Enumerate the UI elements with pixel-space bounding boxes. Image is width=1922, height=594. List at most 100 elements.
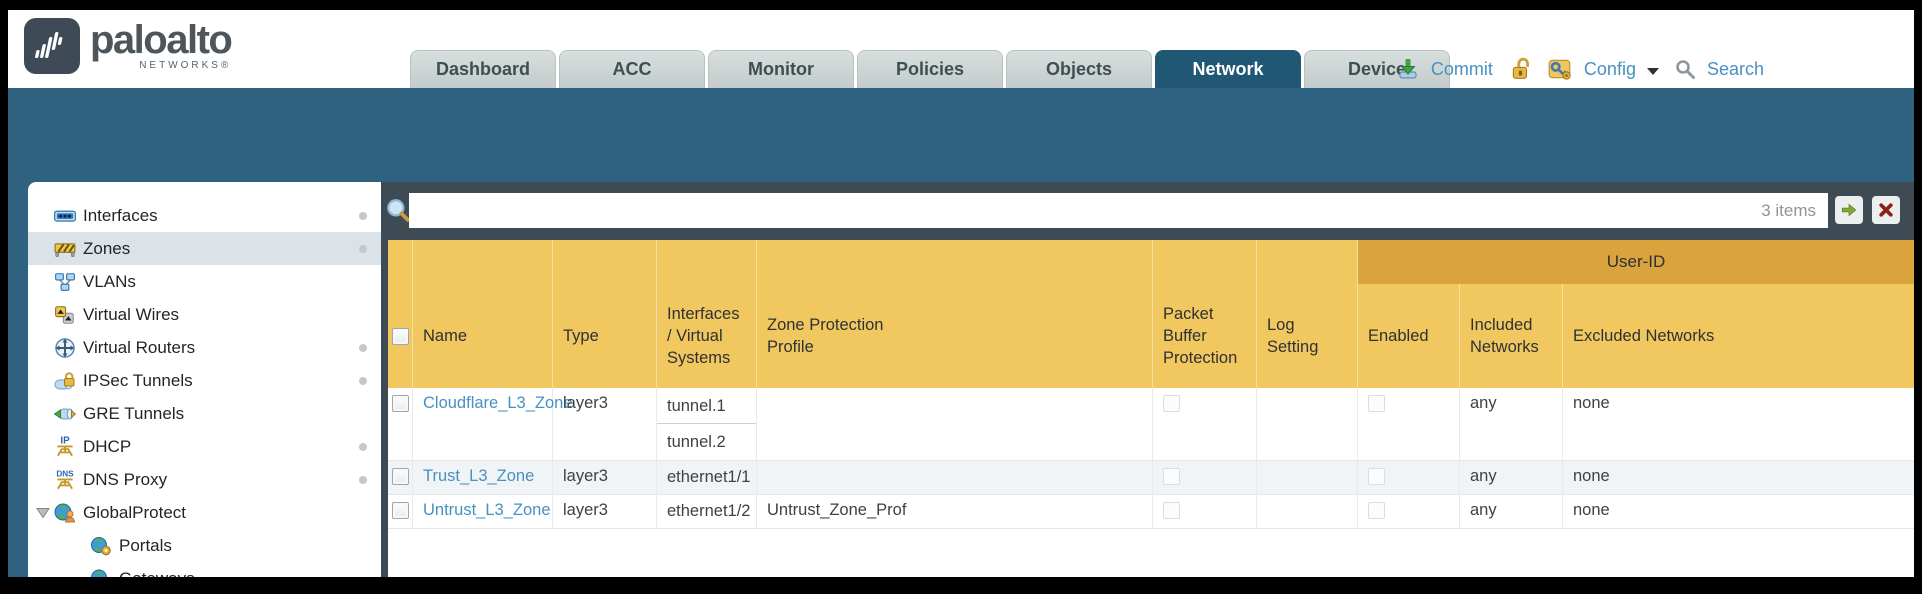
sidebar-item-interfaces[interactable]: Interfaces (28, 199, 381, 232)
lock-icon[interactable] (1510, 57, 1532, 81)
sidebar-item-virtual-wires[interactable]: Virtual Wires (28, 298, 381, 331)
sidebar-item-dhcp[interactable]: IP DHCP (28, 430, 381, 463)
network-sidebar: Interfaces Zones VLANs Virtual Wires (28, 182, 381, 577)
search-button[interactable]: Search (1706, 58, 1764, 79)
zones-content: 3 items Name Type Interfaces / Virtual S… (381, 182, 1914, 577)
cell-excluded-networks: none (1573, 394, 1610, 412)
clear-filter-button[interactable] (1872, 196, 1900, 224)
tab-acc[interactable]: ACC (559, 50, 705, 88)
sidebar-item-portals[interactable]: Portals (28, 529, 381, 562)
sidebar-item-virtual-routers[interactable]: Virtual Routers (28, 331, 381, 364)
dns-proxy-icon: DNS (54, 469, 76, 491)
column-header-excluded-networks[interactable]: Excluded Networks (1573, 326, 1715, 345)
table-header: Name Type Interfaces / Virtual Systems Z… (388, 240, 1914, 388)
column-header-name[interactable]: Name (413, 240, 553, 388)
sidebar-item-gateways[interactable]: Gateways (28, 562, 381, 577)
zone-name-link[interactable]: Trust_L3_Zone (423, 467, 535, 485)
chevron-down-icon[interactable] (1646, 67, 1659, 75)
svg-text:IP: IP (60, 435, 70, 446)
packet-buffer-checkbox[interactable] (1163, 468, 1180, 485)
sidebar-item-label: IPSec Tunnels (83, 370, 193, 390)
row-checkbox[interactable] (391, 502, 409, 519)
item-dot (359, 443, 367, 451)
item-dot (359, 212, 367, 220)
tab-policies[interactable]: Policies (857, 50, 1003, 88)
brand-subtitle: NETWORKS® (139, 60, 232, 71)
row-checkbox[interactable] (391, 468, 409, 485)
item-dot (359, 245, 367, 253)
packet-buffer-checkbox[interactable] (1163, 502, 1180, 519)
column-header-packet-buffer-protection[interactable]: Packet Buffer Protection (1153, 240, 1257, 388)
sidebar-item-label: Virtual Wires (83, 304, 180, 324)
column-header-interfaces[interactable]: Interfaces / Virtual Systems (657, 240, 757, 388)
sidebar-item-vlans[interactable]: VLANs (28, 265, 381, 298)
tab-dashboard[interactable]: Dashboard (410, 50, 556, 88)
item-dot (359, 344, 367, 352)
cell-included-networks: any (1460, 388, 1563, 460)
cell-type: layer3 (553, 461, 657, 494)
config-icon[interactable] (1547, 57, 1573, 81)
gateways-icon (90, 568, 112, 577)
user-id-enabled-checkbox[interactable] (1368, 502, 1385, 519)
select-all-checkbox[interactable] (391, 327, 409, 345)
sidebar-item-label: DHCP (83, 436, 132, 456)
commit-button[interactable]: Commit (1430, 58, 1493, 79)
filter-input[interactable]: 3 items (409, 193, 1828, 228)
sidebar-item-label: DNS Proxy (83, 469, 168, 489)
column-header-enabled[interactable]: Enabled (1358, 240, 1460, 388)
sidebar-item-ipsec-tunnels[interactable]: IPSec Tunnels (28, 364, 381, 397)
paloalto-logo-icon (24, 18, 80, 74)
cell-type: layer3 (553, 388, 657, 460)
cell-log-setting (1257, 461, 1358, 494)
cell-excluded-networks: none (1573, 501, 1610, 519)
paloalto-logo: paloalto NETWORKS® (24, 18, 233, 74)
column-header-log-setting[interactable]: Log Setting (1257, 240, 1358, 388)
interface-entry: tunnel.2 (667, 433, 726, 451)
sidebar-item-zones[interactable]: Zones (28, 232, 381, 265)
search-icon[interactable] (1674, 58, 1696, 80)
sidebar-item-gre-tunnels[interactable]: GRE Tunnels (28, 397, 381, 430)
column-header-zone-protection-profile[interactable]: Zone Protection Profile (757, 240, 1153, 388)
column-header-type[interactable]: Type (553, 240, 657, 388)
cell-log-setting (1257, 495, 1358, 528)
zone-name-link[interactable]: Cloudflare_L3_Zone (423, 394, 573, 412)
cell-log-setting (1257, 388, 1358, 460)
sidebar-item-dns-proxy[interactable]: DNS DNS Proxy (28, 463, 381, 496)
sidebar-item-label: VLANs (83, 271, 136, 291)
sidebar-item-label: Interfaces (83, 205, 158, 225)
tab-device[interactable]: Device (1304, 50, 1450, 88)
table-row: Trust_L3_Zone layer3 ethernet1/1 any non… (388, 461, 1914, 495)
cell-included-networks: any (1460, 461, 1563, 494)
zone-name-link[interactable]: Untrust_L3_Zone (423, 501, 551, 519)
tab-objects[interactable]: Objects (1006, 50, 1152, 88)
sidebar-item-globalprotect[interactable]: GlobalProtect (28, 496, 381, 529)
soundwave-icon (35, 32, 63, 58)
sidebar-list: Interfaces Zones VLANs Virtual Wires (28, 182, 381, 577)
cell-type: layer3 (553, 495, 657, 528)
sidebar-item-label: GlobalProtect (83, 502, 186, 522)
item-dot (359, 377, 367, 385)
items-count: 3 items (1761, 200, 1816, 220)
tab-monitor[interactable]: Monitor (708, 50, 854, 88)
config-button[interactable]: Config (1583, 58, 1636, 79)
apply-filter-button[interactable] (1835, 196, 1863, 224)
cell-interfaces: ethernet1/1 (657, 461, 757, 494)
packet-buffer-checkbox[interactable] (1163, 395, 1180, 412)
quick-actions: Commit Config (1396, 52, 1764, 86)
filter-bar: 3 items (381, 182, 1914, 240)
item-dot (359, 476, 367, 484)
tab-network[interactable]: Network (1155, 50, 1301, 88)
svg-text:DNS: DNS (56, 469, 74, 478)
user-id-group-header: User-ID (1358, 240, 1914, 284)
row-checkbox[interactable] (391, 395, 409, 412)
commit-icon[interactable] (1396, 57, 1420, 81)
cell-zone-protection-profile (757, 461, 1153, 494)
user-id-enabled-checkbox[interactable] (1368, 395, 1385, 412)
table-row: Cloudflare_L3_Zone layer3 tunnel.1 tunne… (388, 388, 1914, 461)
user-id-enabled-checkbox[interactable] (1368, 468, 1385, 485)
column-header-included-networks[interactable]: Included Networks (1460, 240, 1563, 388)
cell-interfaces: ethernet1/2 (657, 495, 757, 528)
gre-tunnels-icon (54, 403, 76, 425)
expander-triangle-icon[interactable] (36, 507, 52, 519)
